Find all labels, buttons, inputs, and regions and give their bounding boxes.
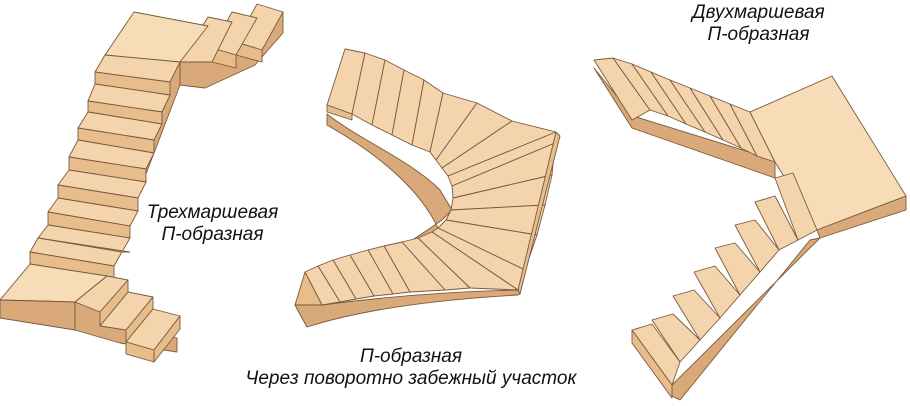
winder-label-line2: Через поворотно забежный участок — [245, 368, 577, 389]
long-flight-steps — [29, 54, 181, 279]
two-flight-staircase — [593, 57, 907, 401]
two-flight-label-line2: П-образная — [707, 24, 810, 45]
two-flight-label: Двухмаршевая П-образная — [686, 2, 831, 46]
winder-label-line1: П-образная — [359, 346, 463, 367]
two-flight-label-line1: Двухмаршевая — [692, 2, 825, 23]
three-flight-label-line1: Трехмаршевая — [146, 202, 279, 223]
winder-label: П-образная Через поворотно забежный учас… — [236, 346, 586, 390]
three-flight-label: Трехмаршевая П-образная — [140, 202, 285, 246]
winder-staircase — [294, 48, 561, 328]
three-flight-label-line2: П-образная — [161, 224, 264, 245]
winder-upper-steps — [326, 48, 513, 169]
winder-fan-steps — [431, 120, 561, 295]
lower-flight-steps — [631, 172, 818, 399]
three-flight-staircase — [0, 3, 284, 363]
upper-flight-steps — [593, 57, 776, 163]
